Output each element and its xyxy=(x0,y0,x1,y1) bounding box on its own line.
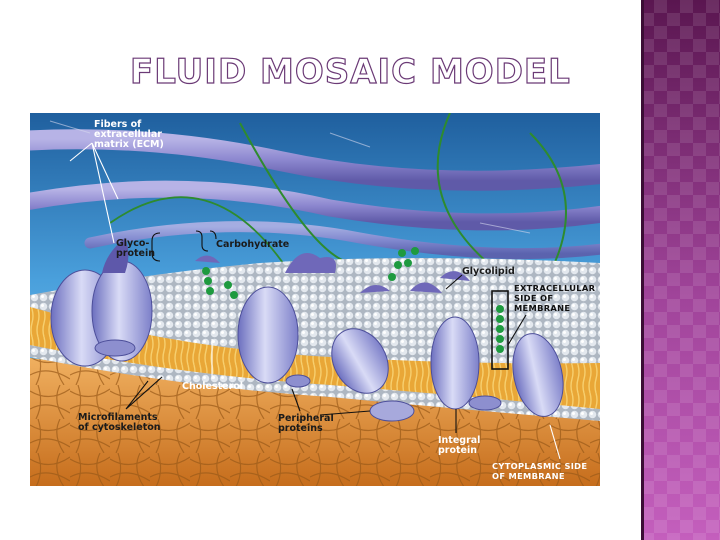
cytoplasmic-side-leader xyxy=(549,424,561,460)
cholesterol-label: Cholesterol xyxy=(182,381,243,392)
ecm-fibers xyxy=(30,113,600,274)
extracellular-side-leader xyxy=(507,314,527,346)
ecm-label-line-1: Fibers of xyxy=(94,119,142,130)
ecm-label-line-2: extracellular xyxy=(94,129,162,140)
ecm-leader xyxy=(69,142,119,244)
glycoprotein-label-line-2: protein xyxy=(116,248,155,259)
glycoprotein-bracket xyxy=(151,232,161,262)
peripheral-label-line-2: proteins xyxy=(278,423,323,434)
glycolipid-label: Glycolipid xyxy=(462,266,515,277)
integral-proteins xyxy=(50,260,564,417)
ecm-label-line-3: matrix (ECM) xyxy=(94,139,164,150)
carbohydrate-bracket xyxy=(195,230,217,252)
extracellular-side-label-line-3: MEMBRANE xyxy=(514,303,570,313)
decorative-side-band xyxy=(641,0,720,540)
cytoplasmic-side-label-line-2: OF MEMBRANE xyxy=(492,471,565,481)
extracellular-side-label-line-1: EXTRACELLULAR xyxy=(514,283,596,293)
membrane-diagram: Fibers of extracellular matrix (ECM) Gly… xyxy=(30,113,600,486)
peripheral-leader xyxy=(291,388,371,416)
peripheral-proteins xyxy=(94,339,502,422)
surface-proteins xyxy=(195,253,470,293)
glycolipid-bracket xyxy=(491,290,509,370)
integral-label-line-1: Integral xyxy=(438,435,480,446)
glycolipid-leader xyxy=(445,274,463,290)
carbohydrate-label: Carbohydrate xyxy=(216,239,289,250)
extracellular-side-label-line-2: SIDE OF xyxy=(514,293,553,303)
microfilaments-label-line-1: Microfilaments xyxy=(78,412,158,423)
integral-label-line-2: protein xyxy=(438,445,477,456)
slide-title: FLUID MOSAIC MODEL xyxy=(129,51,571,92)
glycoprotein-label-line-1: Glyco- xyxy=(116,238,149,249)
microfilaments-label-line-2: of cytoskeleton xyxy=(78,422,161,433)
cytoplasmic-side-label-line-1: CYTOPLASMIC SIDE xyxy=(492,461,587,471)
microfilaments-leader xyxy=(125,376,163,410)
carbohydrate-chains xyxy=(202,247,504,353)
peripheral-label-line-1: Peripheral xyxy=(278,413,334,424)
cytoskeleton-mesh xyxy=(30,358,600,486)
glycoprotein-stalk xyxy=(102,238,129,273)
